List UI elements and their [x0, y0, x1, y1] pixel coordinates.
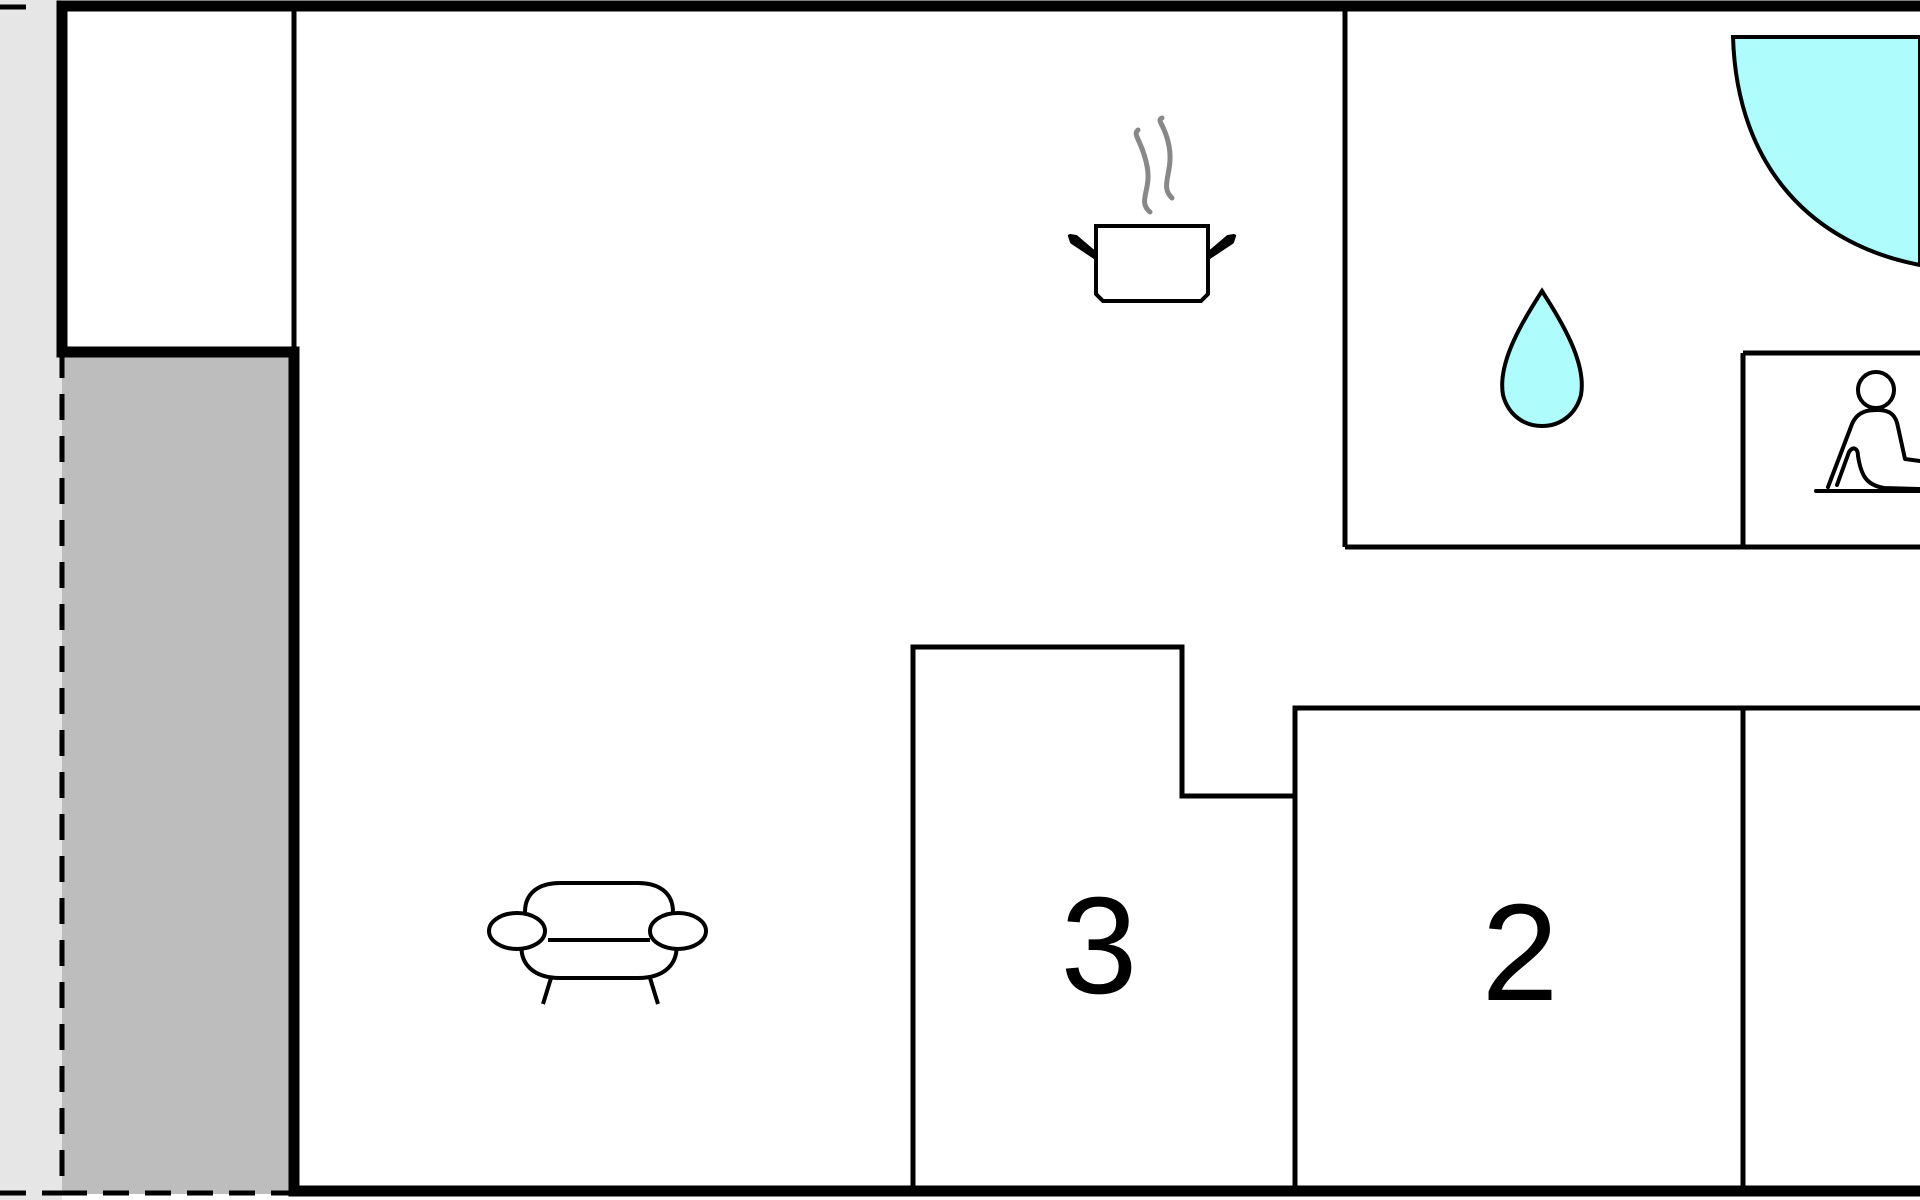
bathtub-icon [1730, 35, 1920, 268]
sofa-icon [487, 881, 708, 1005]
room-number-2: 2 [1482, 876, 1559, 1030]
water-drop-icon [1500, 287, 1584, 429]
outside-area [0, 0, 62, 1200]
outer-walls [56, 0, 1920, 1197]
sauna-icon [1814, 370, 1920, 493]
room-number-3: 3 [1061, 869, 1138, 1023]
main-floor [294, 8, 1920, 1194]
interior-walls [291, 6, 1920, 1191]
terrace-dashed-outline [0, 4, 290, 1196]
terrace-area [62, 352, 294, 1194]
entry-floor [62, 8, 294, 352]
kitchen-pot-icon [1068, 115, 1236, 303]
